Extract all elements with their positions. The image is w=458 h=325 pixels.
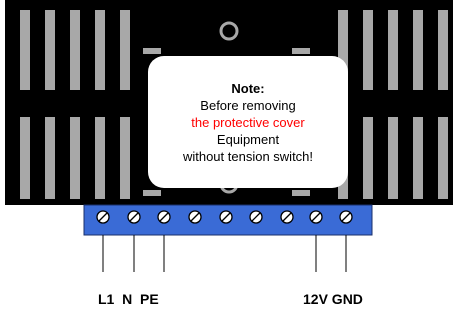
terminal-screw <box>188 210 202 224</box>
note-line-2: the protective cover <box>191 114 305 130</box>
mounting-hole-top <box>219 21 239 41</box>
cooling-fins-left-bottom <box>20 117 130 199</box>
note-line-1: Before removing <box>200 97 296 113</box>
terminal-labels-power-in: L1 N PE <box>98 291 159 307</box>
terminal-labels-output: 12V GND <box>303 291 363 307</box>
center-tabs <box>143 48 310 196</box>
note-box-background <box>148 56 348 188</box>
warning-note: Note: Before removing the protective cov… <box>148 56 348 188</box>
cooling-fins-right-top <box>338 10 448 90</box>
terminal-screw <box>219 210 233 224</box>
terminal-screw <box>339 210 353 224</box>
terminal-screw <box>280 210 294 224</box>
terminal-screw <box>96 210 110 224</box>
terminal-screws <box>96 210 353 224</box>
terminal-screw <box>157 210 171 224</box>
note-line-4: without tension switch! <box>182 148 314 164</box>
cooling-fins-left-top <box>20 10 130 90</box>
terminal-screw <box>309 210 323 224</box>
terminal-screw <box>249 210 263 224</box>
note-title: Note: <box>231 80 265 96</box>
terminal-screw <box>127 210 141 224</box>
connection-wires <box>102 235 347 272</box>
note-line-3: Equipment <box>216 131 280 147</box>
